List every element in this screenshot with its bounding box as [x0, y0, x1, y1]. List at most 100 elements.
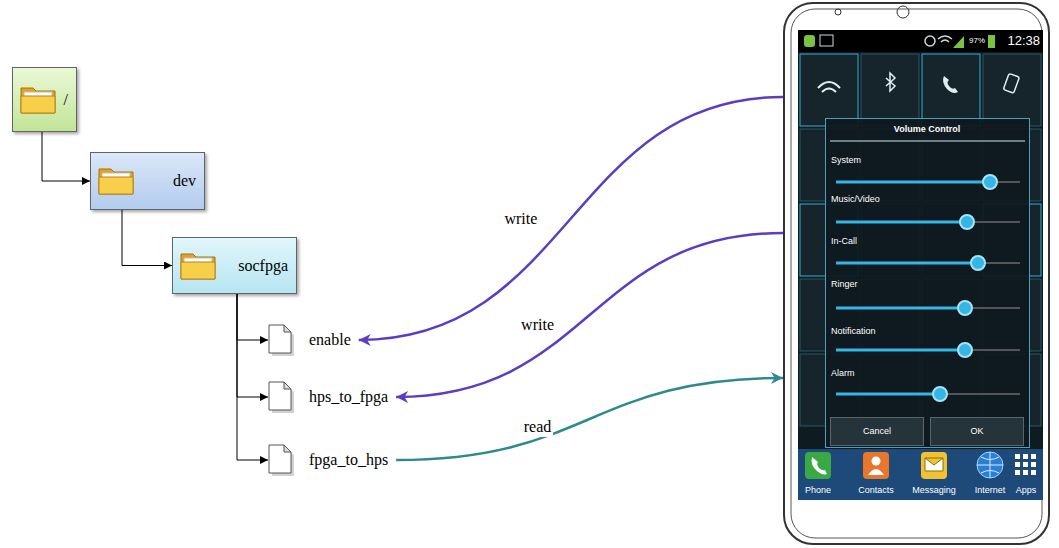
- alarm-icon: [925, 36, 935, 46]
- phone-camera: [897, 6, 909, 18]
- apps-dot: [1023, 454, 1028, 459]
- write-arrow: [396, 233, 783, 397]
- file-name: hps_to_fpga: [309, 387, 388, 406]
- phone-app-icon: [805, 452, 831, 479]
- screen-text: Contacts: [858, 485, 894, 496]
- picture-icon: [820, 35, 833, 46]
- slider-knob: [971, 256, 985, 270]
- edge-label: read: [522, 417, 554, 436]
- dialog-title: Volume Control: [894, 124, 960, 135]
- slider-label: Alarm: [831, 368, 855, 379]
- tree-link: [42, 132, 90, 181]
- slider-track: [836, 349, 1020, 351]
- folder-name: /: [64, 90, 68, 109]
- folder-front: [99, 177, 133, 194]
- screen-text: Messaging: [912, 485, 956, 496]
- wifi-tile-icon: [818, 82, 840, 92]
- tile: [800, 54, 858, 126]
- folder-box: socfpga: [172, 237, 297, 294]
- slider-knob: [933, 387, 947, 401]
- folder-icon: [98, 166, 134, 196]
- volume-sliders: [836, 175, 1020, 401]
- device-file: hps_to_fpga: [268, 379, 396, 415]
- file-fold: [284, 445, 291, 452]
- folder-front: [181, 262, 215, 279]
- contact-glyph: [872, 457, 881, 466]
- screen-text: Apps: [1016, 485, 1037, 496]
- screen-text: Phone: [805, 485, 831, 496]
- button-fill: [830, 417, 924, 446]
- internet-app-icon: [977, 452, 1003, 478]
- vibrate-tile-icon: [1003, 73, 1019, 93]
- tile: [983, 54, 1041, 126]
- folder-icon: [180, 251, 216, 281]
- slider-label: System: [831, 155, 861, 166]
- dialog-button: OK: [930, 417, 1024, 446]
- slider-fill: [836, 181, 990, 184]
- folder-front: [21, 96, 55, 113]
- tile: [922, 54, 980, 126]
- folder-icon: [20, 85, 56, 115]
- file-fold: [284, 382, 291, 389]
- edge-label: write: [519, 315, 556, 334]
- folder-back: [21, 88, 55, 113]
- apps-dot: [1023, 470, 1028, 475]
- apps-dot: [1031, 454, 1036, 459]
- file-page: [269, 325, 291, 353]
- slider-track: [836, 221, 1020, 223]
- dialog-panel: [825, 118, 1030, 448]
- smartphone: 97%12:38PhoneContactsMessagingInternetAp…: [783, 2, 1050, 545]
- button-label: OK: [970, 426, 983, 437]
- device-file: fpga_to_hps: [268, 442, 396, 478]
- write-arrow: [359, 97, 783, 340]
- android-icon: [804, 35, 815, 47]
- file-name: fpga_to_hps: [309, 450, 388, 469]
- button-fill: [930, 417, 1024, 446]
- slider-fill: [836, 393, 940, 396]
- slider-fill: [836, 307, 965, 310]
- tree-link: [122, 210, 172, 266]
- folder-back: [99, 169, 133, 194]
- screen-text: 12:38: [1007, 33, 1040, 49]
- slider-knob: [960, 215, 974, 229]
- volume-dialog: Volume ControlSystemMusic/VideoIn-CallRi…: [825, 118, 1030, 448]
- dialog-button: Cancel: [830, 417, 924, 446]
- folder-name: socfpga: [238, 256, 288, 275]
- phone-rim: [791, 9, 1042, 538]
- file-icon: [268, 324, 295, 357]
- status-bar: [798, 30, 1043, 52]
- dock-bar: [798, 449, 1043, 500]
- slider-track: [836, 393, 1020, 395]
- slider-fill: [836, 349, 965, 352]
- tree-link: [237, 294, 268, 460]
- device-file: enable: [268, 322, 359, 358]
- apps-dot: [1031, 462, 1036, 467]
- folder-back: [181, 254, 215, 279]
- slider-fill: [836, 262, 978, 265]
- edge-label: write: [502, 209, 539, 228]
- signal-icon: [953, 36, 964, 48]
- folder-name: dev: [173, 171, 196, 190]
- slider-label: Music/Video: [831, 194, 880, 205]
- envelope-glyph: [925, 458, 943, 471]
- read-arrow: [396, 378, 783, 460]
- slider-track: [836, 307, 1020, 309]
- slider-track: [836, 262, 1020, 264]
- apps-dot: [1015, 462, 1020, 467]
- tile: [861, 54, 919, 126]
- slider-fill: [836, 221, 967, 224]
- apps-grid-icon: [1015, 454, 1036, 475]
- dialog-separator: [830, 141, 1025, 142]
- file-page: [269, 445, 291, 473]
- apps-dot: [1023, 462, 1028, 467]
- sound-tile-icon: [943, 76, 958, 93]
- folder-box: /: [12, 67, 77, 132]
- file-name: enable: [309, 330, 351, 349]
- slider-label: Ringer: [831, 279, 858, 290]
- contacts-app-icon: [863, 452, 889, 479]
- globe-glyph: [977, 452, 1003, 478]
- slider-label: In-Call: [831, 236, 857, 247]
- slider-label: Notification: [831, 326, 876, 337]
